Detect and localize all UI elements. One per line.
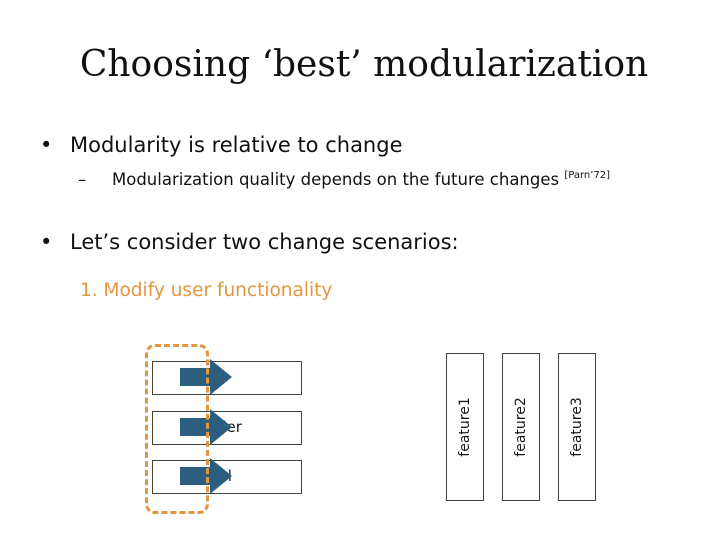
dashed-outline (145, 344, 209, 514)
sub-bullet-text: Modularization quality depends on the fu… (112, 170, 560, 189)
feature2-box: feature2 (502, 353, 540, 501)
citation: [Parn’72] (564, 170, 611, 181)
feature1-box: feature1 (446, 353, 484, 501)
feature1-label: feature1 (457, 397, 473, 457)
feature3-box: feature3 (558, 353, 596, 501)
bullet-marker: • (40, 230, 53, 254)
feature2-label: feature2 (513, 397, 529, 457)
sub-bullet-marker: – (78, 170, 87, 189)
bullet-1-text: Modularity is relative to change (70, 133, 403, 157)
bullet-marker: • (40, 133, 53, 157)
bullet-2: • Let’s consider two change scenarios: (40, 230, 459, 254)
bullet-2-text: Let’s consider two change scenarios: (70, 230, 459, 254)
sub-bullet-1: – Modularization quality depends on the f… (78, 170, 610, 189)
bullet-1: • Modularity is relative to change (40, 133, 403, 157)
scenario-label: 1. Modify user functionality (80, 280, 333, 301)
layer-controller: oller (152, 411, 302, 445)
slide-title: Choosing ‘best’ modularization (79, 44, 649, 85)
feature3-label: feature3 (569, 397, 585, 457)
